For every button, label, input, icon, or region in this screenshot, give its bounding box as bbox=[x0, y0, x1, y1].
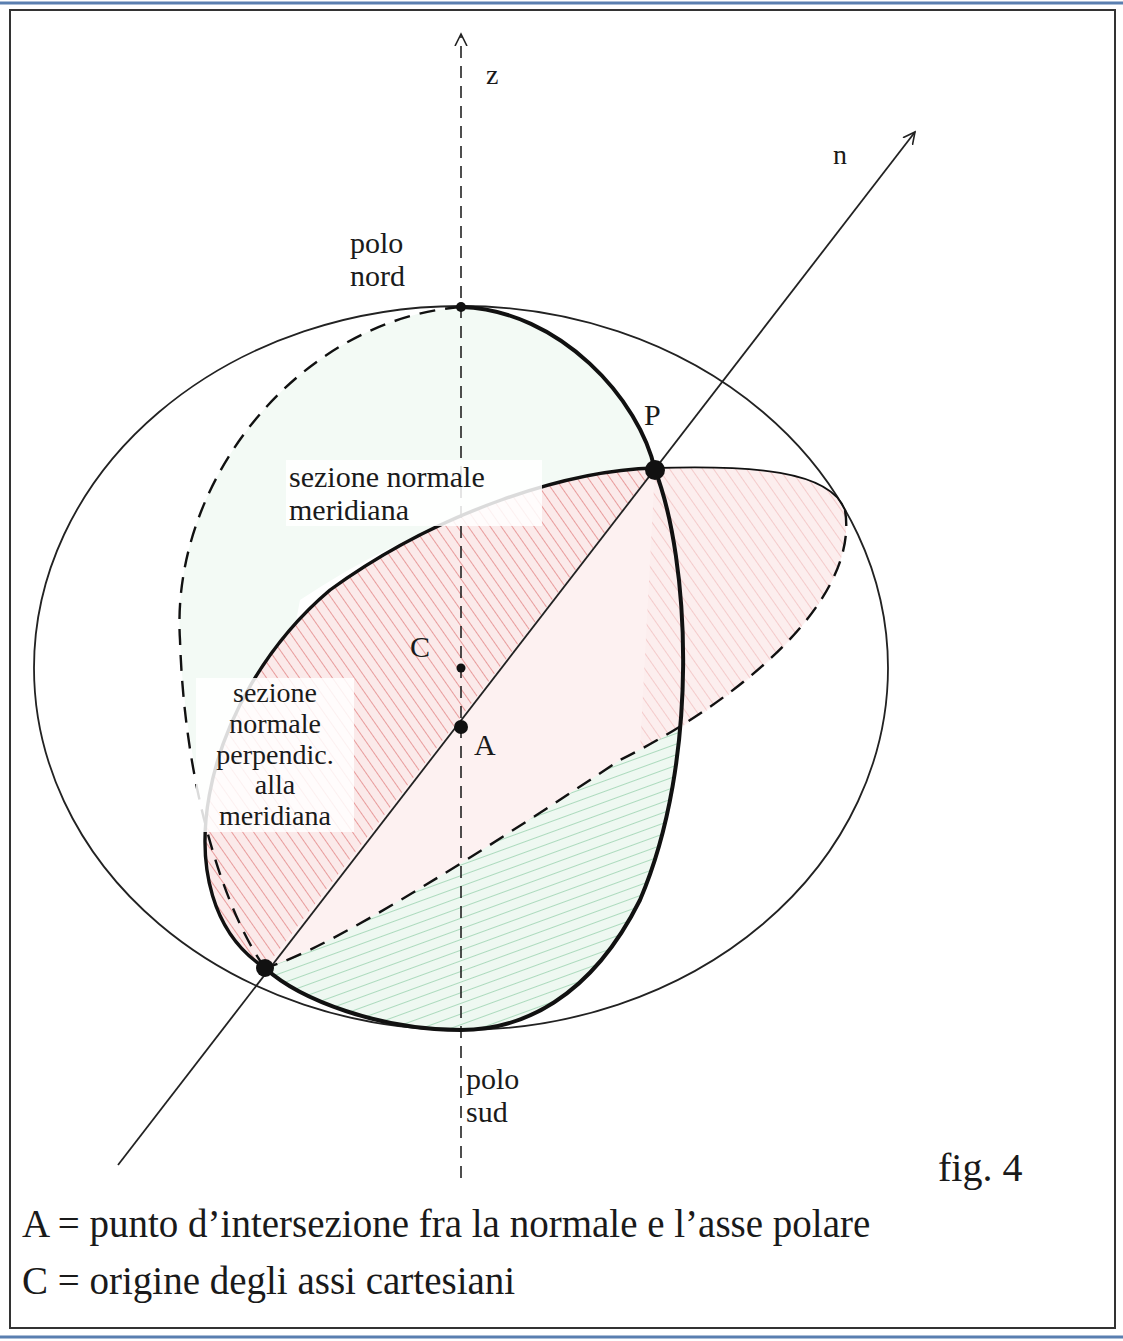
point-label: A bbox=[474, 728, 496, 761]
section-label: sezione normale meridiana bbox=[286, 460, 542, 526]
caption-note: A = punto d’intersezione fra la normale … bbox=[22, 1203, 870, 1246]
axis-label: z bbox=[486, 60, 498, 91]
figure-number: fig. 4 bbox=[938, 1146, 1022, 1190]
axis-label: n bbox=[833, 140, 847, 171]
point-label: C bbox=[410, 630, 430, 663]
point-label: P bbox=[644, 398, 661, 431]
pole-label: polo nord bbox=[350, 226, 440, 292]
section-label: sezione normale perpendic. alla meridian… bbox=[196, 678, 354, 832]
pole-label: polo sud bbox=[466, 1062, 546, 1128]
caption-note: C = origine degli assi cartesiani bbox=[22, 1260, 515, 1303]
